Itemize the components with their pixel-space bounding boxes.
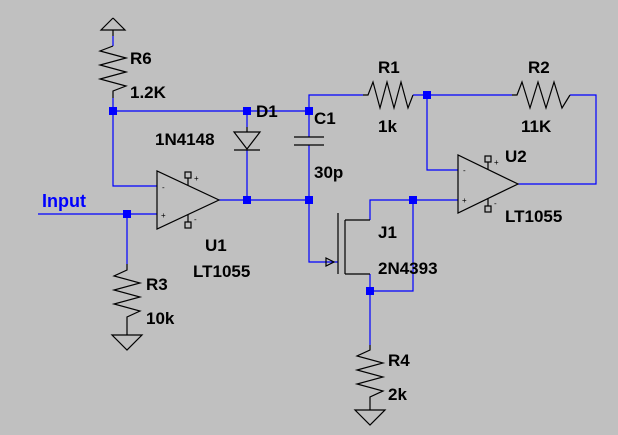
junction-j1-source xyxy=(366,287,374,295)
r2-value-label: 11K xyxy=(521,117,552,136)
wire-c1-r1 xyxy=(308,94,363,111)
c1-ref-label: C1 xyxy=(314,109,336,128)
r1-value-label: 1k xyxy=(378,117,397,136)
wire-j1-gate xyxy=(308,200,338,263)
u2-minus-mark: - xyxy=(463,166,466,175)
junction-u1-out xyxy=(243,196,251,204)
wire-source-feedback xyxy=(370,200,414,292)
wire-u2-minus xyxy=(426,95,458,171)
junction-input xyxy=(123,210,131,218)
u1-opamp: - + + - xyxy=(156,170,221,230)
junction-c1-rail xyxy=(305,107,313,115)
j1-value-label: 2N4393 xyxy=(378,259,438,278)
svg-text:-: - xyxy=(194,215,197,224)
u2-plus-mark: + xyxy=(462,196,467,205)
r4-value-label: 2k xyxy=(388,385,407,404)
r3-ref-label: R3 xyxy=(146,275,168,294)
r2-ref-label: R2 xyxy=(528,58,550,77)
u1-value-label: LT1055 xyxy=(193,262,250,281)
r3-value-label: 10k xyxy=(146,309,175,328)
u1-minus-mark: - xyxy=(162,183,165,192)
u1-plus-mark: + xyxy=(161,211,166,220)
r2-resistor xyxy=(512,79,571,111)
u1-ref-label: U1 xyxy=(205,236,227,255)
r6-resistor xyxy=(97,17,129,98)
d1-diode xyxy=(232,127,262,151)
wire-u2-plus xyxy=(369,199,458,220)
junction-r6-rail xyxy=(109,107,117,115)
r6-value-label: 1.2K xyxy=(130,83,167,102)
r4-resistor xyxy=(353,345,387,426)
r1-resistor xyxy=(363,79,414,111)
wires xyxy=(38,94,597,345)
junction-r1-r2 xyxy=(423,91,431,99)
junction-u2-plus xyxy=(409,196,417,204)
svg-text:+: + xyxy=(494,158,499,167)
r3-resistor xyxy=(110,264,144,351)
junction-d1-rail xyxy=(243,107,251,115)
input-net-label: Input xyxy=(42,191,86,211)
c1-capacitor xyxy=(294,136,324,146)
j1-jfet xyxy=(325,213,370,275)
wire-r6-u1-minus xyxy=(112,111,157,187)
u2-opamp: - + + - xyxy=(457,154,520,214)
junction-nodes xyxy=(109,91,431,295)
d1-value-label: 1N4148 xyxy=(155,130,215,149)
r6-ref-label: R6 xyxy=(130,49,152,68)
r4-ref-label: R4 xyxy=(388,351,410,370)
u2-value-label: LT1055 xyxy=(505,207,562,226)
r1-ref-label: R1 xyxy=(378,58,400,77)
svg-text:+: + xyxy=(194,174,199,183)
svg-text:-: - xyxy=(494,199,497,208)
c1-value-label: 30p xyxy=(314,163,343,182)
junction-c1-bottom xyxy=(305,196,313,204)
wire-r2-feedback xyxy=(518,94,597,185)
u2-ref-label: U2 xyxy=(505,147,527,166)
d1-ref-label: D1 xyxy=(256,102,278,121)
j1-ref-label: J1 xyxy=(378,223,397,242)
